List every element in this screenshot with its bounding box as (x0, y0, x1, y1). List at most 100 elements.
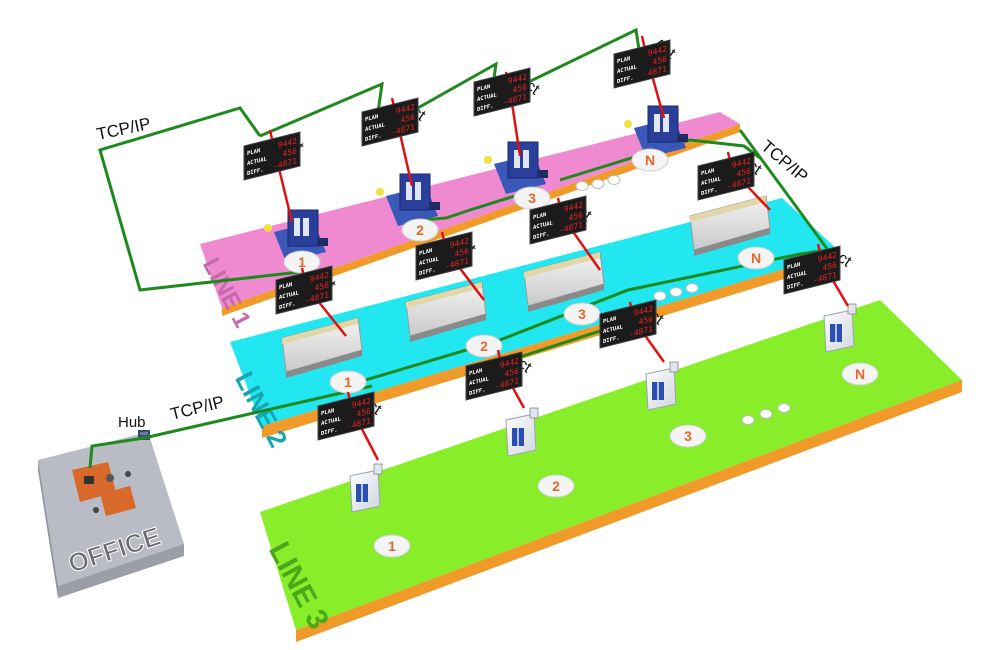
station-number: N (751, 250, 761, 266)
cnc-panel (669, 361, 679, 373)
board-row-label: PLAN (617, 56, 631, 65)
press-window (294, 218, 300, 236)
board-row-value: 9442 (450, 235, 469, 250)
board-row-label: DIFF. (321, 427, 338, 437)
board-row-label: PLAN (469, 368, 483, 377)
board-row-label: DIFF. (701, 187, 718, 197)
cnc-panel (847, 303, 857, 315)
board-row-label: ACTUAL (321, 416, 341, 427)
line-3-station-2: 2 (537, 474, 575, 498)
line-1-machine-1 (264, 209, 328, 262)
line-3-machine-1 (349, 463, 383, 513)
board-row-value: 456 (569, 209, 584, 222)
board-row-label: PLAN (603, 316, 617, 325)
board-row-label: ACTUAL (469, 376, 489, 387)
line-2-machine-2 (405, 281, 487, 342)
cnc-panel (529, 407, 539, 419)
board-row-value: 9442 (732, 155, 751, 170)
board-row-label: ACTUAL (603, 324, 623, 335)
station-number: N (645, 152, 655, 168)
line-1-machine-2 (376, 173, 440, 226)
conveyor-side (694, 228, 770, 256)
station-number: N (855, 366, 865, 382)
board-row-label: PLAN (279, 282, 293, 291)
press-control (430, 202, 440, 210)
board-row-label: ACTUAL (365, 122, 385, 133)
station-number: 3 (528, 190, 536, 206)
press-window (406, 182, 412, 200)
board-row-label: DIFF. (279, 301, 296, 311)
board-row-value: 456 (315, 279, 330, 292)
line-1-station-2: 2 (401, 218, 439, 242)
board-row-value: 9442 (634, 303, 653, 318)
board-row-label: PLAN (533, 212, 547, 221)
machines (264, 105, 857, 513)
conveyor-side (286, 350, 362, 378)
press-window (663, 114, 669, 132)
press-control (678, 134, 688, 142)
board-row-label: ACTUAL (419, 256, 439, 267)
board-row-label: ACTUAL (477, 92, 497, 103)
board-row-value: 9442 (508, 71, 527, 86)
board-row-value: 9442 (310, 269, 329, 284)
board-row-value: 456 (357, 405, 372, 418)
line-1-station-1: 1 (283, 250, 321, 274)
station-number: 3 (684, 428, 692, 444)
board-row-value: 456 (513, 81, 528, 94)
board-row-value: 9442 (278, 135, 297, 150)
board-row-label: PLAN (477, 84, 491, 93)
station-number: 2 (552, 478, 560, 494)
station-number: 1 (298, 254, 306, 270)
board-row-value: 9442 (352, 395, 371, 410)
tcpip-label-top-right: TCP/IP (757, 137, 811, 187)
board-row-value: 9442 (500, 355, 519, 370)
board-row-label: ACTUAL (617, 64, 637, 75)
conveyor-side (528, 284, 604, 312)
conveyor-side (410, 314, 486, 342)
board-row-value: 9442 (564, 199, 583, 214)
conveyor-belt (282, 318, 358, 344)
line-3-machine-N (823, 303, 857, 353)
andon-boards: ActPLAN9442ACTUAL456DIFF.-4871ActPLAN944… (243, 35, 855, 461)
board-row-value: 456 (823, 259, 838, 272)
board-row-label: DIFF. (469, 387, 486, 397)
line-3-machine-3 (645, 361, 679, 411)
board-row-label: ACTUAL (701, 176, 721, 187)
board-row-value: 456 (401, 111, 416, 124)
press-window (303, 218, 309, 236)
conveyor-belt (406, 282, 482, 308)
hub-icon (138, 430, 150, 440)
board-row-label: ACTUAL (247, 156, 267, 167)
press-control (538, 170, 548, 178)
station-number: 2 (480, 338, 488, 354)
cnc-panel (373, 463, 383, 475)
board-row-label: PLAN (419, 248, 433, 257)
warning-lamp-icon (624, 120, 632, 128)
board-row-label: PLAN (787, 262, 801, 271)
tcpip-label-top-left: TCP/IP (95, 114, 153, 144)
line-2-station-3: 3 (563, 302, 601, 326)
board-row-label: PLAN (321, 408, 335, 417)
press-control (318, 238, 328, 246)
board-row-label: PLAN (701, 168, 715, 177)
line-2-floor: LINE 2 (229, 198, 840, 452)
board-row-value: 9442 (818, 249, 837, 264)
warning-lamp-icon (376, 188, 384, 196)
press-window (415, 182, 421, 200)
board-row-value: 456 (737, 165, 752, 178)
tcpip-label-office: TCP/IP (168, 392, 226, 424)
line-1-station-N: N (631, 148, 669, 172)
conveyor-belt (690, 196, 766, 222)
press-window (523, 150, 529, 168)
station-number: 1 (388, 538, 396, 554)
